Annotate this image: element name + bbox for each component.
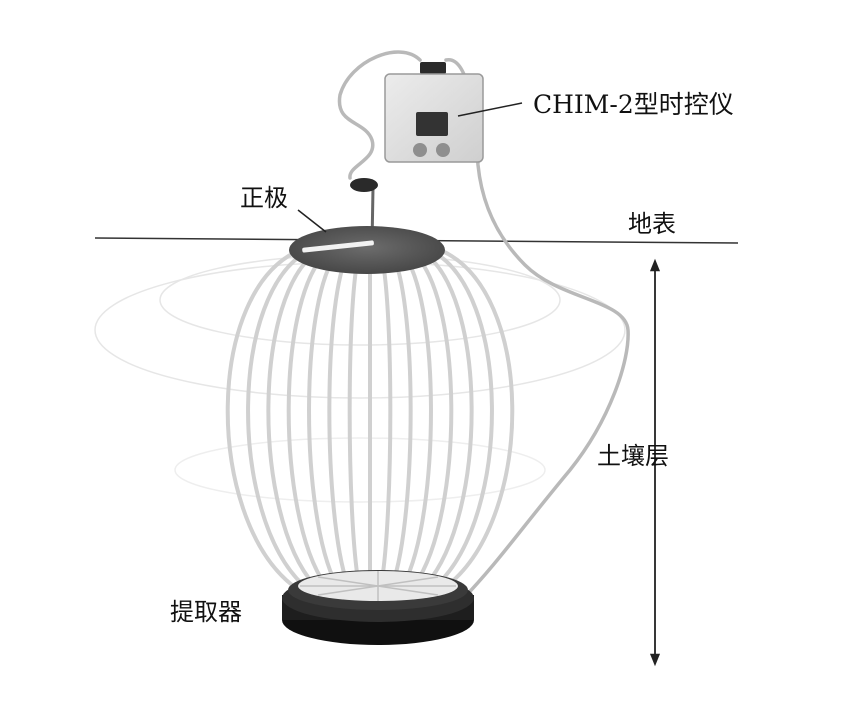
cage-rod — [388, 248, 413, 587]
cage-rod — [266, 248, 322, 587]
cage-rod — [225, 248, 302, 587]
device-button-left — [413, 143, 427, 157]
cage-rod — [438, 248, 515, 587]
connection-wires — [337, 50, 630, 602]
cage-rod — [327, 248, 352, 587]
anode-pointer — [297, 209, 327, 233]
cage-rod — [428, 248, 494, 587]
extractor-ring — [282, 570, 474, 645]
cage-rod — [378, 248, 393, 587]
electrode-cage — [225, 248, 515, 587]
cage-rod — [307, 248, 342, 587]
cage-rod — [408, 248, 454, 587]
device-pointer — [457, 102, 523, 117]
surface-label: 地表 — [628, 210, 676, 238]
cage-rod — [418, 248, 474, 587]
anode-label: 正极 — [240, 184, 288, 212]
cage-rod — [286, 248, 332, 587]
device-button-right — [436, 143, 450, 157]
device-lcd — [416, 112, 448, 136]
soil-contours — [94, 254, 626, 503]
device-label: CHIM-2型时控仪 — [533, 90, 734, 119]
anode-plate — [289, 226, 445, 274]
extractor-grid — [300, 571, 456, 601]
anode-clip — [350, 178, 378, 192]
soil-layer-label: 土壤层 — [597, 442, 669, 470]
device-connector — [420, 62, 446, 74]
wire-anode — [337, 50, 422, 180]
cage-rod — [246, 248, 312, 587]
timer-controller — [384, 62, 484, 163]
extractor-label: 提取器 — [170, 598, 242, 626]
cage-rod — [398, 248, 433, 587]
cage-rod — [347, 248, 362, 587]
anode-slot — [302, 240, 374, 253]
